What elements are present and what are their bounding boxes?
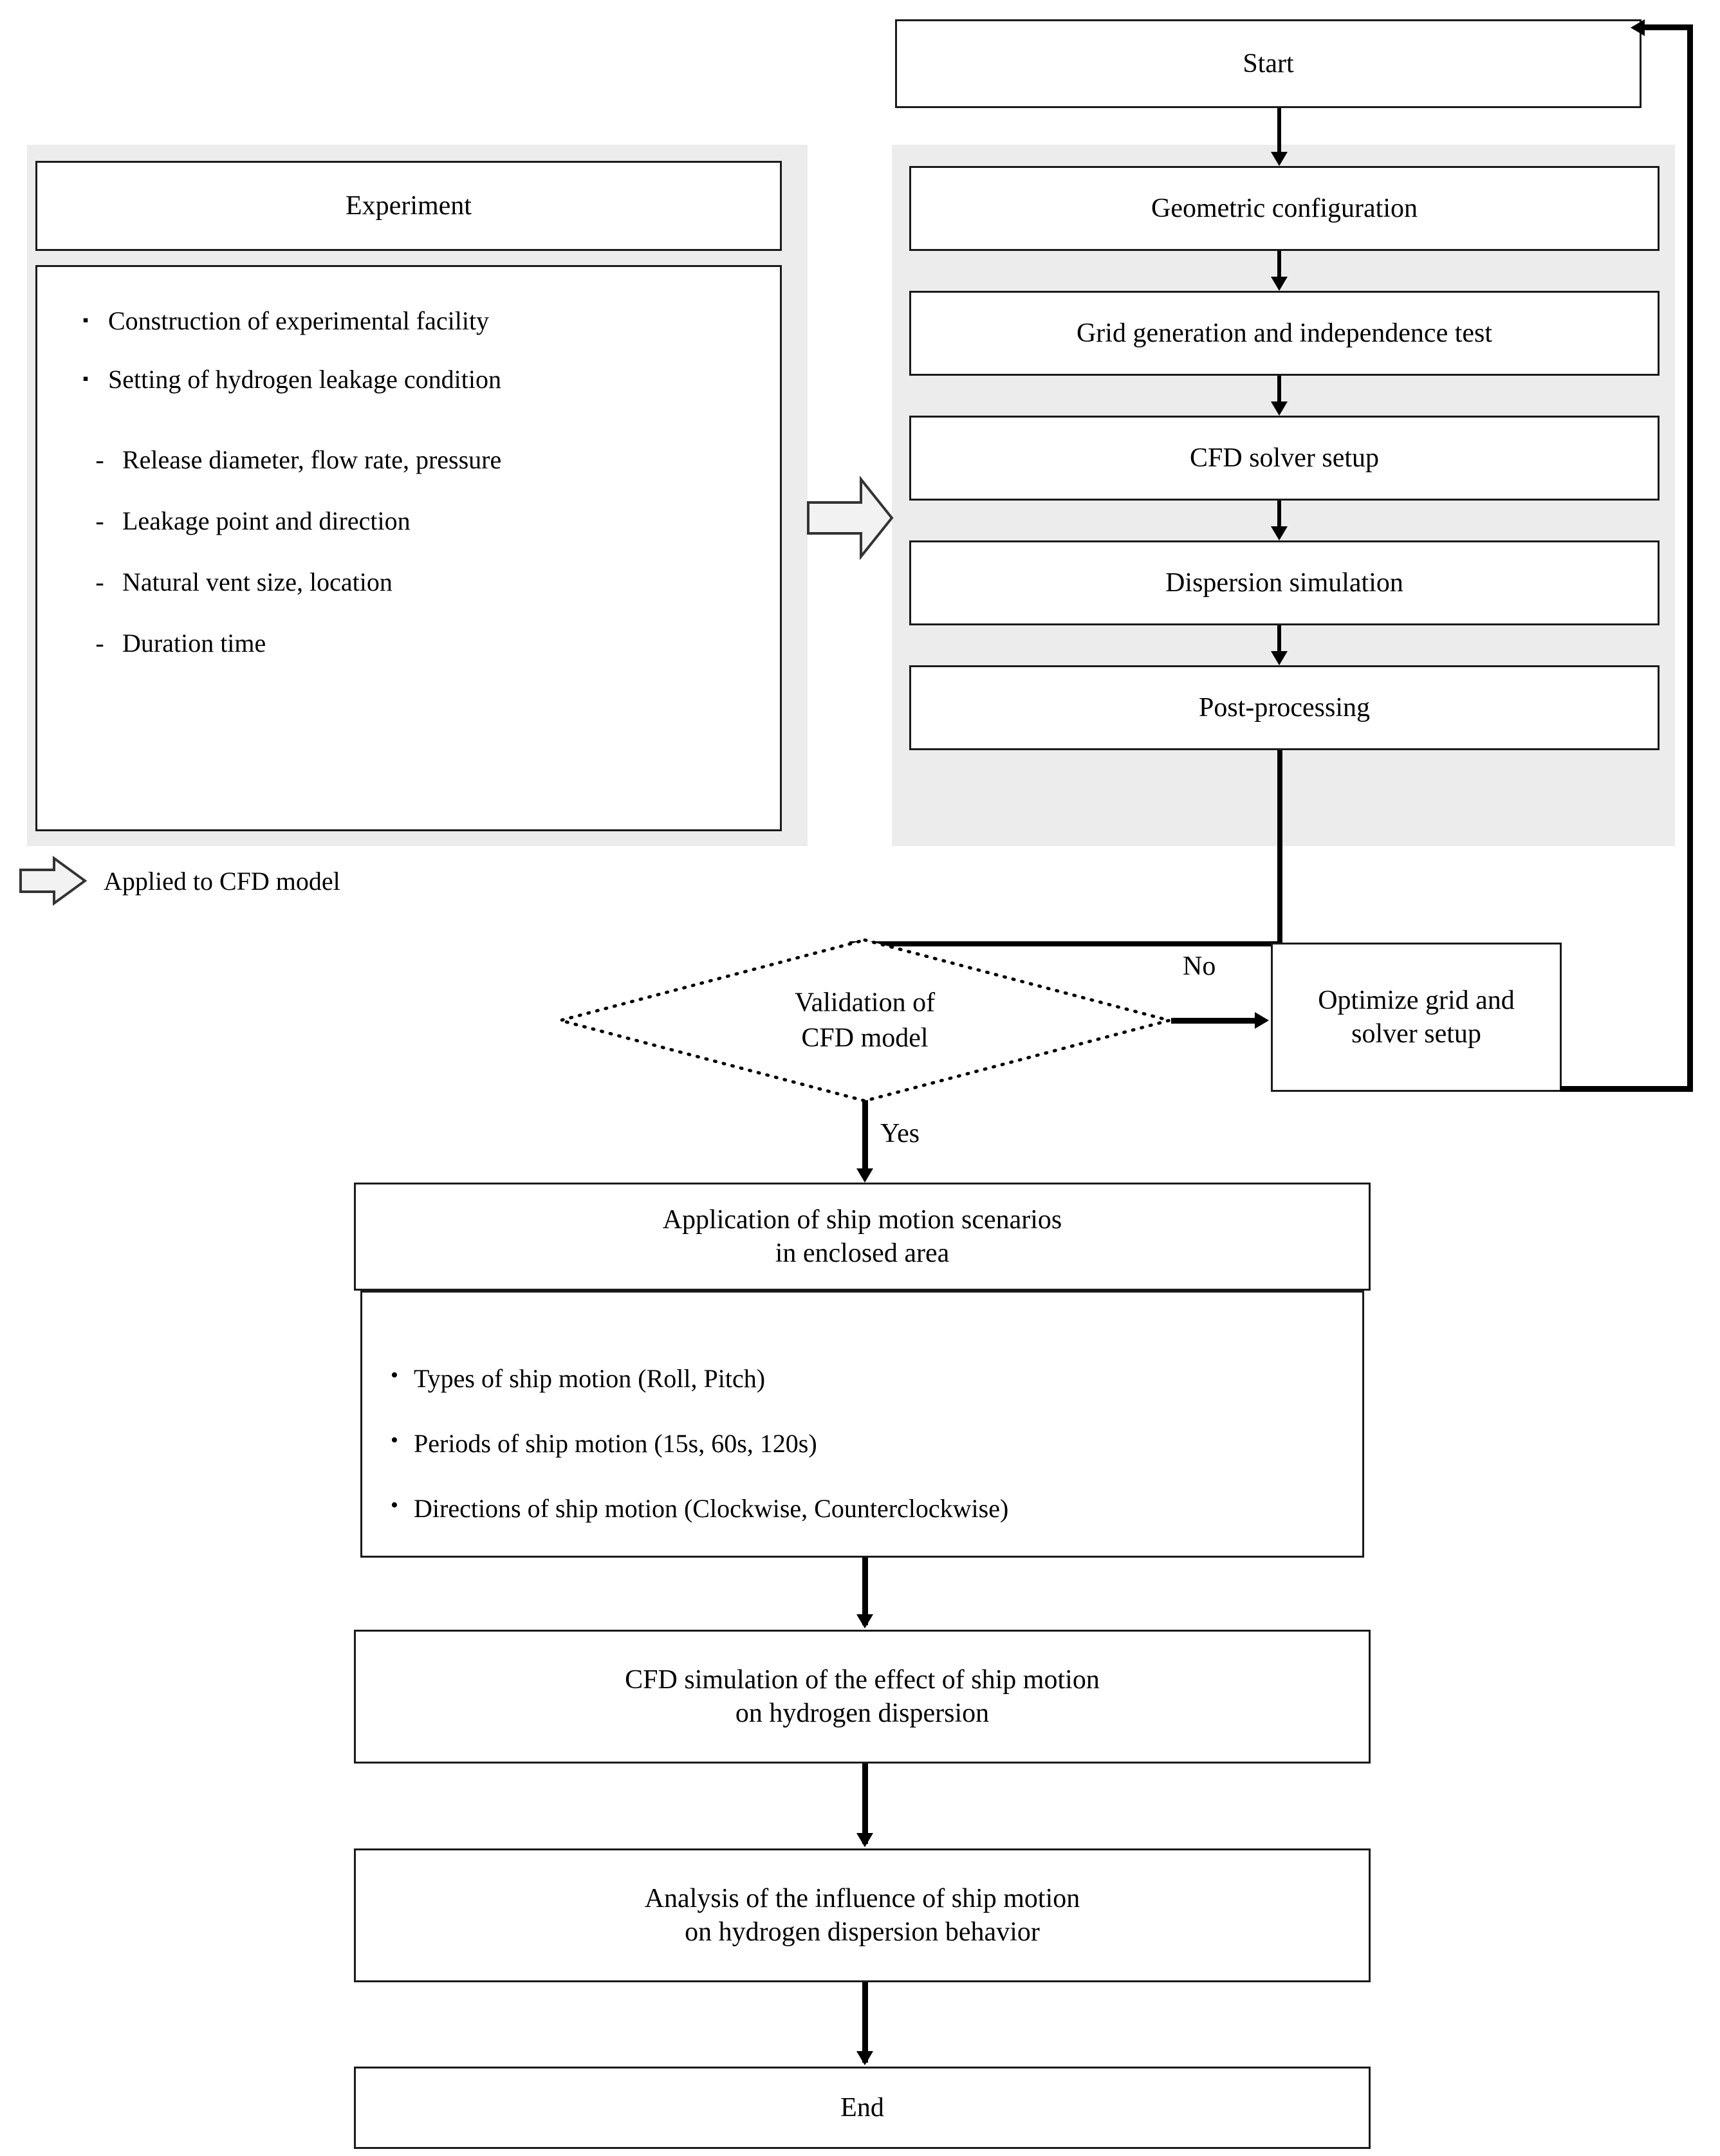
node-validation-line1: Validation of <box>794 988 936 1018</box>
edge-analysis-to-end <box>862 1982 868 2063</box>
list-item-label: Release diameter, flow rate, pressure <box>122 445 502 474</box>
arrowhead-geometric <box>1271 152 1288 166</box>
arrowhead-cfd-sim <box>856 1614 873 1628</box>
legend-label: Applied to CFD model <box>104 866 340 896</box>
bullet-icon: • <box>391 1493 398 1517</box>
node-cfd-simulation-line1: CFD simulation of the effect of ship mot… <box>625 1664 1100 1695</box>
node-cfd-simulation-effect[interactable]: CFD simulation of the effect of ship mot… <box>354 1630 1371 1764</box>
node-analysis-line2: on hydrogen dispersion behavior <box>685 1917 1040 1947</box>
edge-feedback-bottom <box>1560 1086 1693 1092</box>
edge-cfd-sim-to-analysis <box>862 1764 868 1844</box>
node-post-processing-label: Post-processing <box>1199 692 1370 723</box>
bullet-icon: - <box>95 506 104 535</box>
list-item-label: Setting of hydrogen leakage condition <box>108 365 501 394</box>
node-cfd-solver-setup-label: CFD solver setup <box>1190 443 1379 473</box>
node-optimize-line1: Optimize grid and <box>1318 985 1515 1015</box>
list-item: - Natural vent size, location <box>63 567 754 597</box>
edge-post-down <box>1277 750 1282 946</box>
block-arrow-right-icon <box>19 856 88 906</box>
edge-label-yes: Yes <box>880 1119 920 1148</box>
node-post-processing[interactable]: Post-processing <box>909 665 1660 750</box>
list-item-label: Directions of ship motion (Clockwise, Co… <box>414 1494 1009 1523</box>
arrowhead-analysis <box>856 1833 873 1847</box>
arrowhead-post <box>1271 651 1288 665</box>
node-cfd-solver-setup[interactable]: CFD solver setup <box>909 416 1660 501</box>
edge-label-no: No <box>1183 952 1216 981</box>
node-validation-line2: CFD model <box>801 1023 929 1053</box>
node-geometric-configuration[interactable]: Geometric configuration <box>909 166 1660 251</box>
edge-feedback-vertical <box>1687 24 1693 1089</box>
node-cfd-simulation-line2: on hydrogen dispersion <box>735 1699 990 1728</box>
list-item-label: Types of ship motion (Roll, Pitch) <box>414 1364 766 1393</box>
arrowhead-solver <box>1271 401 1288 416</box>
edge-validation-yes <box>862 1100 868 1177</box>
edge-geometric-to-grid <box>1277 251 1281 284</box>
edge-dispersion-to-post <box>1277 625 1281 659</box>
node-analysis-influence[interactable]: Analysis of the influence of ship motion… <box>354 1848 1371 1982</box>
node-grid-generation[interactable]: Grid generation and independence test <box>909 291 1660 376</box>
node-end[interactable]: End <box>354 2067 1371 2149</box>
node-end-label: End <box>840 2092 884 2123</box>
list-item: ▪ Construction of experimental facility <box>63 306 754 336</box>
node-geometric-configuration-label: Geometric configuration <box>1151 193 1418 223</box>
arrowhead-ship-motion <box>856 1168 873 1183</box>
list-item: ▪ Setting of hydrogen leakage condition <box>63 364 754 394</box>
arrowhead-end <box>856 2051 873 2065</box>
edge-ship-motion-to-cfd-sim <box>862 1558 868 1625</box>
node-optimize-line2: solver setup <box>1351 1019 1481 1049</box>
list-item: • Directions of ship motion (Clockwise, … <box>375 1493 1336 1524</box>
bullet-icon: ▪ <box>82 311 89 329</box>
edge-solver-to-dispersion <box>1277 501 1281 534</box>
edge-grid-to-solver <box>1277 376 1281 409</box>
bullet-icon: • <box>391 1428 398 1452</box>
list-item-label: Construction of experimental facility <box>108 306 490 335</box>
bullet-icon: - <box>95 629 104 658</box>
bullet-icon: • <box>391 1363 398 1387</box>
node-analysis-line1: Analysis of the influence of ship motion <box>644 1883 1080 1913</box>
list-item-label: Leakage point and direction <box>122 506 411 535</box>
edge-start-to-geometric <box>1277 108 1281 154</box>
list-item: - Release diameter, flow rate, pressure <box>63 445 754 475</box>
list-item-label: Duration time <box>122 629 266 658</box>
list-item: • Periods of ship motion (15s, 60s, 120s… <box>375 1428 1336 1459</box>
node-experiment-header-label: Experiment <box>346 190 472 221</box>
node-ship-motion-line2: in enclosed area <box>775 1239 950 1268</box>
node-ship-motion-header[interactable]: Application of ship motion scenarios in … <box>354 1183 1371 1291</box>
edge-post-left <box>849 941 1282 946</box>
list-item: - Leakage point and direction <box>63 506 754 536</box>
legend-applied-to-cfd: Applied to CFD model <box>19 856 340 906</box>
experiment-details-box: ▪ Construction of experimental facility … <box>35 265 782 831</box>
node-start[interactable]: Start <box>895 19 1641 108</box>
arrowhead-dispersion <box>1271 526 1288 540</box>
node-validation-decision[interactable]: Validation of CFD model <box>559 938 1171 1103</box>
node-start-label: Start <box>1243 48 1294 78</box>
edge-feedback-top <box>1645 24 1693 30</box>
node-grid-generation-label: Grid generation and independence test <box>1076 318 1493 348</box>
bullet-icon: ▪ <box>82 369 89 388</box>
node-dispersion-simulation-label: Dispersion simulation <box>1165 567 1403 598</box>
arrowhead-optimize <box>1255 1012 1269 1029</box>
arrowhead-feedback-to-start <box>1631 19 1645 36</box>
node-ship-motion-line1: Application of ship motion scenarios <box>662 1204 1062 1235</box>
list-item: - Duration time <box>63 628 754 658</box>
bullet-icon: - <box>95 567 104 596</box>
node-optimize-grid-solver[interactable]: Optimize grid and solver setup <box>1271 943 1562 1092</box>
edge-validation-no <box>1171 1018 1260 1024</box>
applied-to-cfd-block-arrow-icon <box>806 473 894 563</box>
arrowhead-grid <box>1271 277 1288 291</box>
node-dispersion-simulation[interactable]: Dispersion simulation <box>909 540 1660 625</box>
list-item-label: Periods of ship motion (15s, 60s, 120s) <box>414 1429 817 1458</box>
bullet-icon: - <box>95 445 104 474</box>
list-item-label: Natural vent size, location <box>122 567 393 596</box>
node-experiment-header[interactable]: Experiment <box>35 161 782 251</box>
ship-motion-details-box: • Types of ship motion (Roll, Pitch) • P… <box>360 1291 1364 1558</box>
list-item: • Types of ship motion (Roll, Pitch) <box>375 1363 1336 1394</box>
